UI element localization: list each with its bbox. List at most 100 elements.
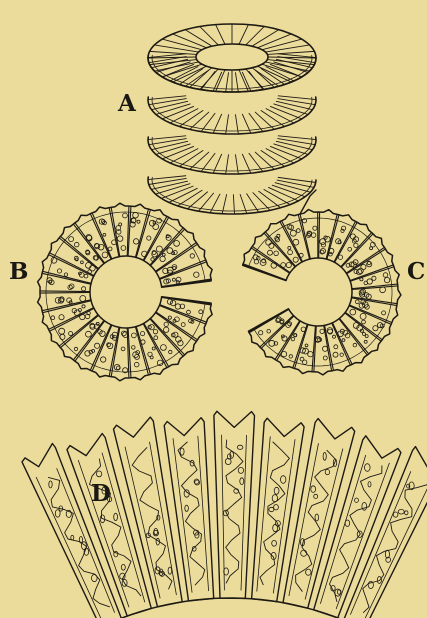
coil-cell-wall [201, 113, 215, 131]
granule [240, 478, 244, 485]
coil-top-cell-wall [267, 51, 314, 54]
granule [301, 550, 307, 556]
granule [55, 510, 60, 518]
granule [82, 287, 86, 291]
granule [57, 269, 61, 273]
coil-cell-wall [151, 181, 187, 189]
granule [370, 247, 373, 250]
granule [355, 300, 359, 304]
ring-cell-wall [90, 214, 111, 259]
open-ring-figure-c [243, 210, 401, 375]
ring-cell-wall [352, 298, 397, 306]
coil-cell-wall [249, 113, 263, 131]
coil-cell-wall [278, 99, 315, 105]
granule [108, 247, 112, 251]
coil-top-cell-wall [150, 51, 197, 54]
granule [342, 339, 345, 342]
coil-cell-wall [261, 151, 285, 167]
granule [84, 274, 88, 278]
coil-cell-wall [148, 136, 186, 140]
granule [291, 337, 294, 340]
granule [133, 212, 139, 218]
coil-top-cell-wall [239, 25, 248, 45]
granule [293, 239, 299, 245]
granule [101, 357, 106, 362]
ring-cell-wall [150, 228, 183, 265]
coil-cell-wall [170, 67, 198, 81]
coil-cell-wall [149, 139, 186, 145]
granule [168, 567, 172, 574]
coil-top-cell-wall [185, 30, 212, 46]
coil-cell-wall [162, 106, 193, 119]
granule [267, 329, 271, 333]
granule [253, 255, 258, 260]
coil-top-cell-wall [216, 25, 225, 45]
granule [354, 243, 358, 247]
ring-cell-band [46, 212, 205, 372]
granule [86, 263, 92, 269]
granule [367, 279, 372, 284]
granule [274, 251, 279, 256]
fan-channel [330, 466, 382, 602]
granule [172, 278, 175, 281]
granule [350, 234, 355, 239]
granule [153, 329, 157, 333]
granule [405, 511, 408, 515]
label-a: A [118, 92, 136, 115]
coil-cell-wall [278, 96, 316, 100]
ring-end-cap [162, 297, 212, 304]
coil-cell-wall [278, 136, 316, 140]
granule [259, 331, 263, 335]
ring-figure-b [38, 203, 213, 381]
granule [274, 505, 279, 510]
granule [80, 296, 86, 302]
coil-cell-wall [275, 183, 310, 192]
granule [151, 258, 154, 261]
coil-cell-wall [198, 193, 213, 211]
coil-cell-wall [255, 152, 274, 169]
ring-cell-wall [298, 214, 309, 259]
granule [154, 528, 158, 534]
coil-cell-wall [162, 146, 193, 159]
granule [168, 316, 171, 319]
coil-cell-wall [274, 144, 308, 155]
ring-cell-wall [109, 208, 119, 257]
granule [149, 220, 155, 226]
coil-top-cell-wall [154, 45, 198, 52]
granule [132, 346, 136, 350]
coil-cell-wall [270, 146, 301, 159]
granule [189, 319, 193, 323]
granule [157, 360, 163, 366]
coil-cell-wall [179, 111, 203, 127]
granule [181, 323, 185, 327]
granule [86, 331, 92, 337]
granule [272, 495, 277, 502]
fan-segments-figure-d [22, 411, 427, 618]
coil-top-cell-wall [246, 27, 264, 45]
fan-inner-wall [198, 436, 209, 591]
granule [275, 237, 279, 241]
granule [393, 512, 398, 517]
label-c: C [407, 260, 425, 283]
granule [383, 273, 388, 278]
granule [92, 575, 98, 582]
granule [288, 250, 293, 255]
granule [314, 494, 318, 498]
granule [254, 260, 258, 264]
granule [289, 355, 292, 358]
ring-cell-wall [60, 236, 98, 268]
coil-outer-edge [148, 137, 316, 174]
granule [238, 467, 243, 473]
granule [154, 336, 158, 340]
coil-cell-wall [179, 151, 203, 167]
granule [273, 524, 278, 531]
granule [96, 471, 101, 477]
granule [80, 314, 85, 319]
granule [114, 551, 118, 557]
granule [81, 261, 84, 264]
fan-inner-wall [364, 481, 427, 618]
granule [377, 577, 381, 584]
granule [199, 310, 203, 314]
granule [340, 353, 343, 356]
granule [74, 242, 79, 247]
